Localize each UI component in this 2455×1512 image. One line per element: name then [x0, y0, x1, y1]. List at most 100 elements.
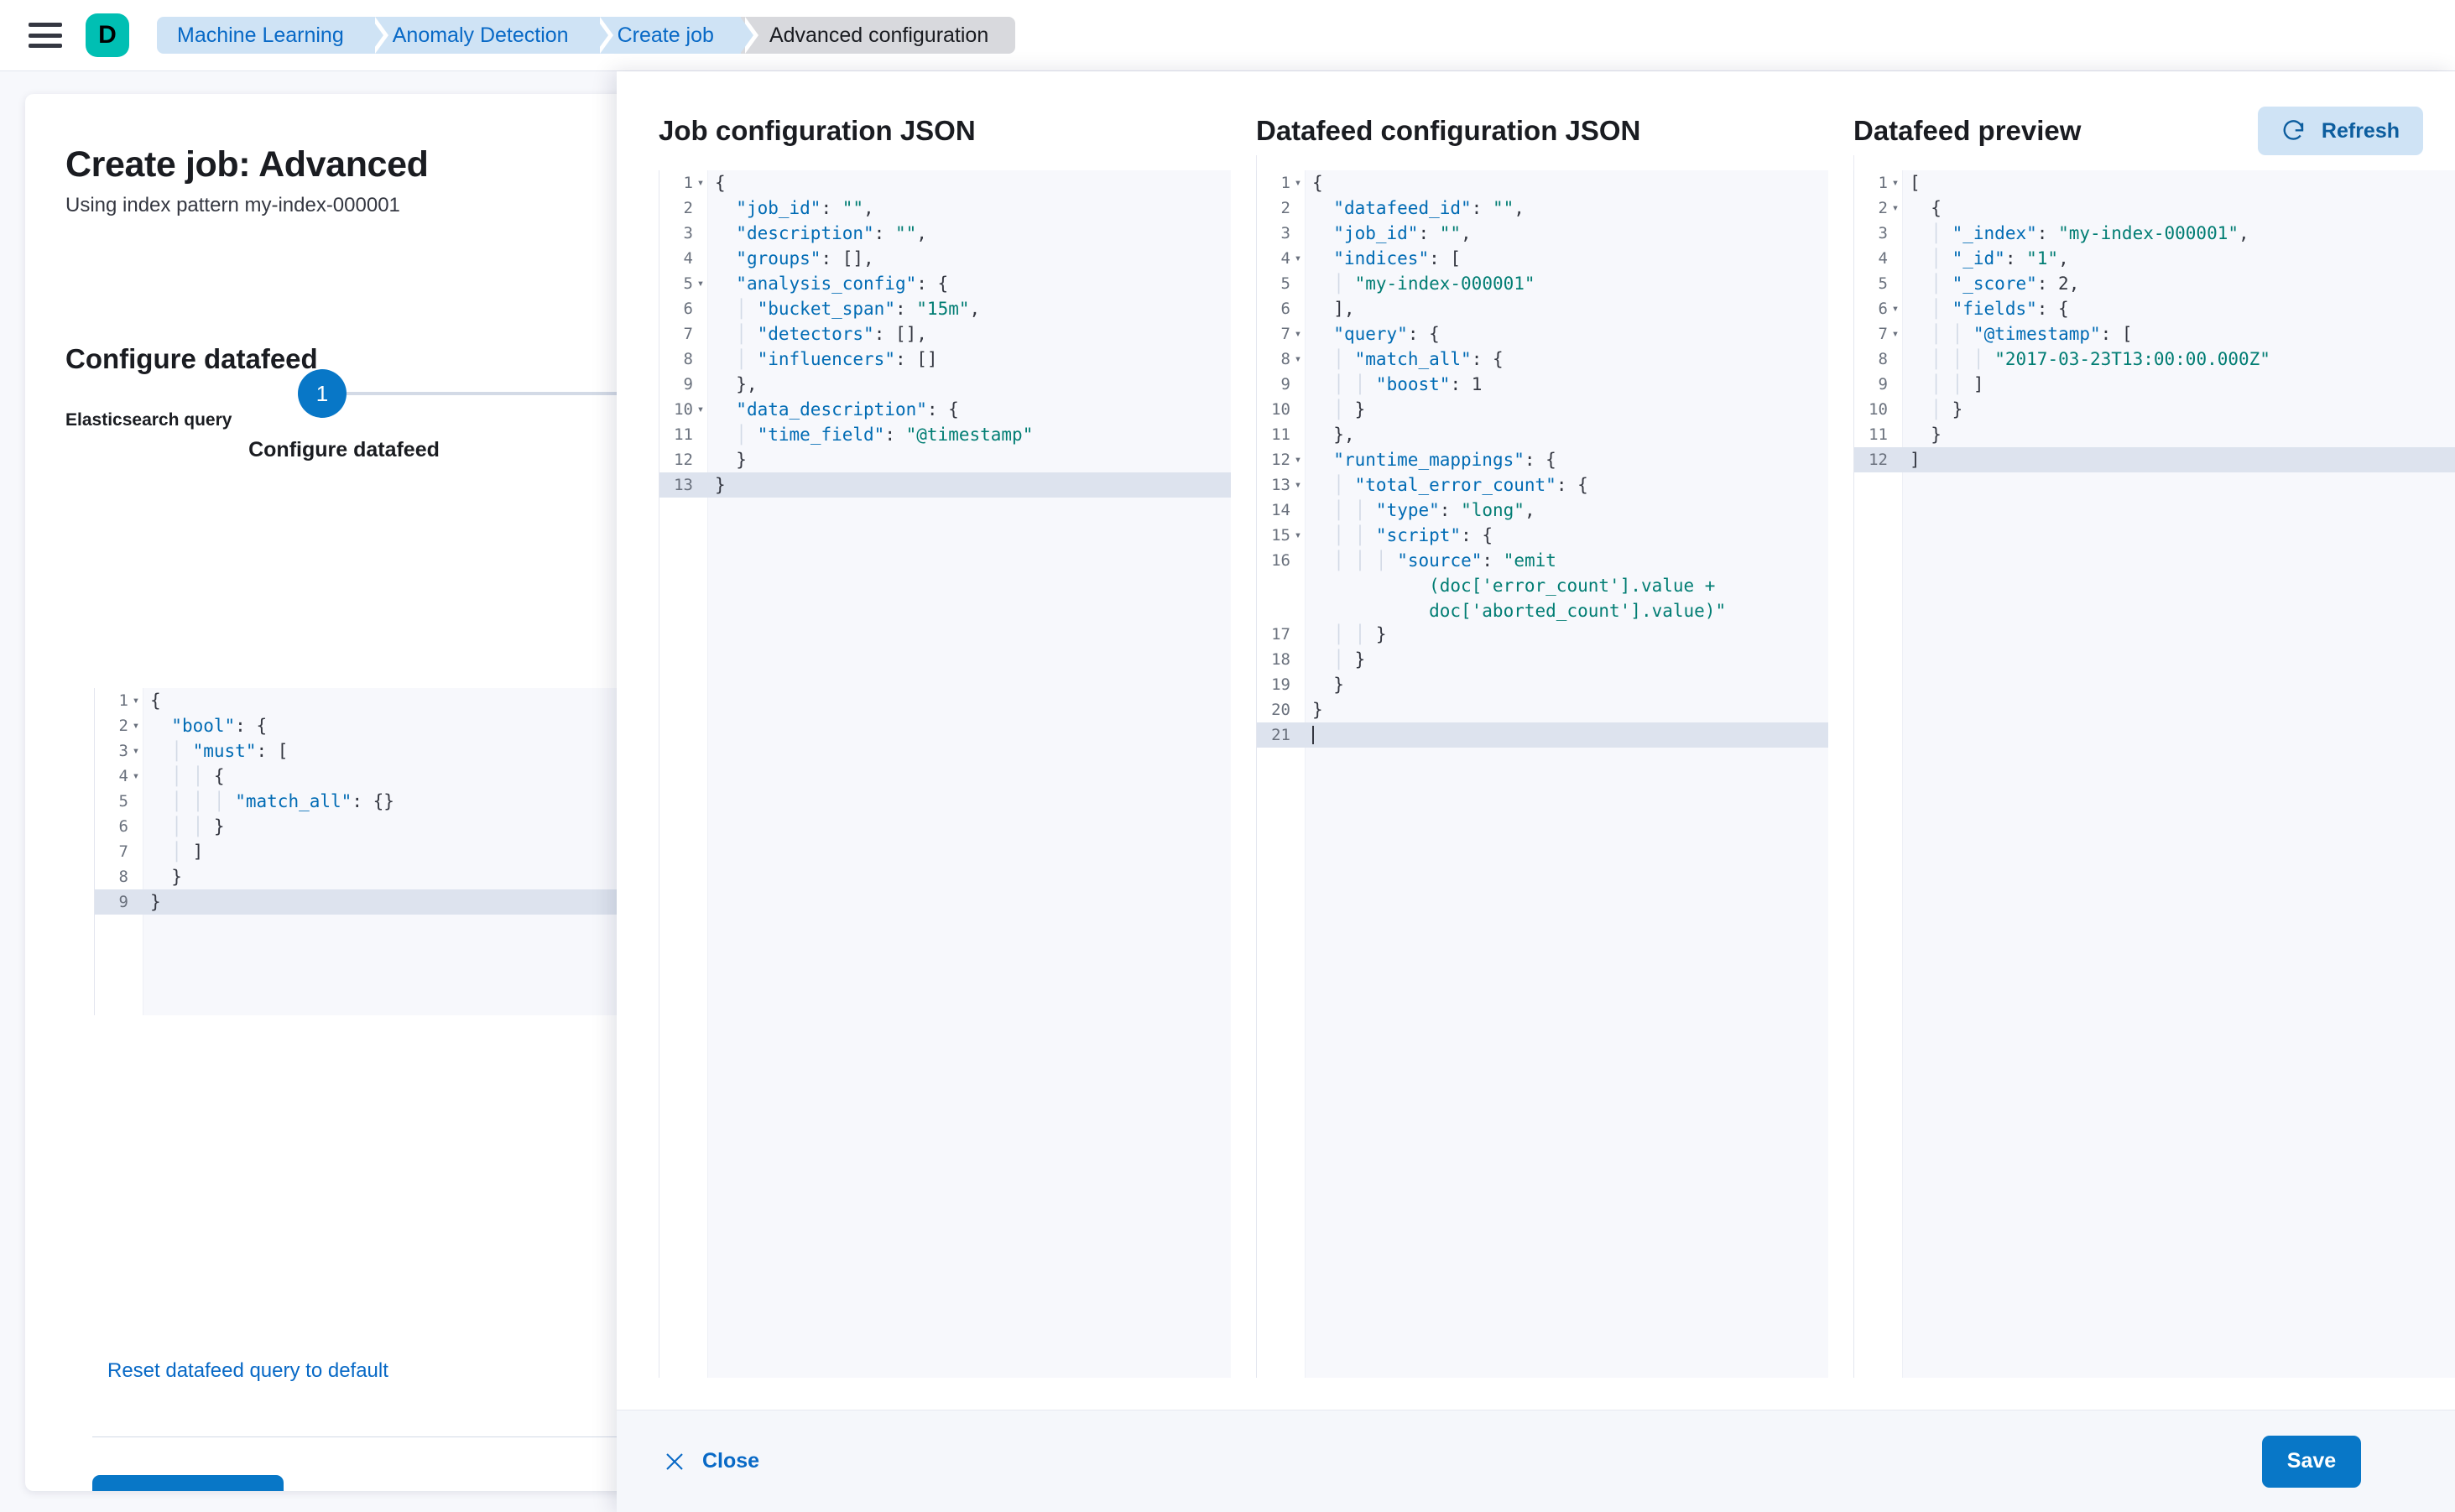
editor-line[interactable]: 4 "groups": [], [659, 246, 1231, 271]
fold-toggle-icon[interactable]: ▾ [1891, 327, 1900, 341]
editor-line[interactable]: 7 │ "detectors": [], [659, 321, 1231, 347]
fold-toggle-icon[interactable]: ▾ [1294, 529, 1302, 542]
editor-line[interactable]: 1▾{ [1257, 170, 1828, 196]
editor-line[interactable]: 7 │ ] [95, 839, 663, 864]
editor-line[interactable]: 20} [1257, 697, 1828, 722]
editor-rows: 1▾{2▾ "bool": {3▾ │ "must": [4▾ │ │ {5 │… [95, 688, 663, 915]
editor-line[interactable]: 6 │ "bucket_span": "15m", [659, 296, 1231, 321]
editor-line[interactable]: 10 │ } [1854, 397, 2455, 422]
line-content: ] [1910, 450, 1921, 470]
editor-line[interactable]: 5 │ "my-index-000001" [1257, 271, 1828, 296]
close-button[interactable]: Close [664, 1449, 759, 1473]
refresh-button[interactable]: Refresh [2257, 107, 2423, 155]
fold-toggle-icon[interactable]: ▾ [1294, 327, 1302, 341]
edit-json-link[interactable]: Edit JSON [331, 1489, 433, 1491]
editor-line[interactable]: 4 │ "_id": "1", [1854, 246, 2455, 271]
line-content: "groups": [], [736, 248, 874, 269]
fold-toggle-icon[interactable]: ▾ [1294, 478, 1302, 492]
editor-line[interactable]: 7▾ │ │ "@timestamp": [ [1854, 321, 2455, 347]
fold-toggle-icon[interactable]: ▾ [1891, 302, 1900, 315]
breadcrumb-item-create-job[interactable]: Create job [595, 17, 759, 54]
editor-line[interactable]: 1▾[ [1854, 170, 2455, 196]
editor-line[interactable]: 11 }, [1257, 422, 1828, 447]
editor-line[interactable]: 9} [95, 889, 663, 915]
editor-line[interactable]: 13} [659, 472, 1231, 498]
fold-toggle-icon[interactable]: ▾ [132, 694, 140, 707]
editor-line[interactable]: 9 │ │ "boost": 1 [1257, 372, 1828, 397]
editor-line[interactable]: 3 │ "_index": "my-index-000001", [1854, 221, 2455, 246]
editor-line[interactable]: 12] [1854, 447, 2455, 472]
fold-toggle-icon[interactable]: ▾ [132, 719, 140, 733]
datafeed-preview-heading: Datafeed preview [1853, 115, 2082, 146]
editor-line[interactable]: 6 │ │ } [95, 814, 663, 839]
editor-line[interactable]: 3 "description": "", [659, 221, 1231, 246]
editor-line[interactable]: 7▾ "query": { [1257, 321, 1828, 347]
editor-line[interactable]: 5▾ "analysis_config": { [659, 271, 1231, 296]
line-number: 16 [1271, 551, 1290, 570]
editor-line[interactable]: 9 }, [659, 372, 1231, 397]
fold-toggle-icon[interactable]: ▾ [132, 744, 140, 758]
editor-line[interactable]: 21 [1257, 722, 1828, 748]
editor-line[interactable]: 5 │ "_score": 2, [1854, 271, 2455, 296]
editor-line[interactable]: 3 "job_id": "", [1257, 221, 1828, 246]
editor-line[interactable]: 4▾ "indices": [ [1257, 246, 1828, 271]
editor-line[interactable]: 18 │ } [1257, 647, 1828, 672]
editor-line[interactable]: 6▾ │ "fields": { [1854, 296, 2455, 321]
fold-toggle-icon[interactable]: ▾ [1294, 352, 1302, 366]
elasticsearch-query-editor[interactable]: 1▾{2▾ "bool": {3▾ │ "must": [4▾ │ │ {5 │… [94, 688, 663, 1015]
fold-toggle-icon[interactable]: ▾ [1891, 176, 1900, 190]
editor-line[interactable]: 8 } [95, 864, 663, 889]
line-content: } [150, 867, 182, 887]
datafeed-configuration-json-editor[interactable]: 1▾{2 "datafeed_id": "",3 "job_id": "",4▾… [1256, 170, 1828, 1378]
editor-line[interactable]: 1▾{ [95, 688, 663, 713]
editor-line[interactable]: 8 │ │ │ "2017-03-23T13:00:00.000Z" [1854, 347, 2455, 372]
stepper-step-1[interactable]: 1 [298, 369, 347, 418]
line-number: 9 [683, 375, 693, 394]
editor-line[interactable]: 1▾{ [659, 170, 1231, 196]
line-number: 18 [1271, 650, 1290, 669]
editor-line[interactable]: 8 │ "influencers": [] [659, 347, 1231, 372]
fold-toggle-icon[interactable]: ▾ [132, 769, 140, 783]
fold-toggle-icon[interactable]: ▾ [696, 403, 705, 416]
fold-toggle-icon[interactable]: ▾ [696, 277, 705, 290]
editor-line[interactable]: 2▾ "bool": { [95, 713, 663, 738]
editor-line[interactable]: 3▾ │ "must": [ [95, 738, 663, 764]
save-button[interactable]: Save [2262, 1435, 2361, 1488]
editor-line[interactable]: 10 │ } [1257, 397, 1828, 422]
editor-line[interactable]: 2 "job_id": "", [659, 196, 1231, 221]
line-content: │ │ } [1333, 624, 1387, 644]
editor-line[interactable]: 8▾ │ "match_all": { [1257, 347, 1828, 372]
editor-line[interactable]: 4▾ │ │ { [95, 764, 663, 789]
reset-datafeed-query-link[interactable]: Reset datafeed query to default [107, 1359, 388, 1382]
next-button[interactable]: Next [92, 1475, 284, 1491]
fold-toggle-icon[interactable]: ▾ [1294, 176, 1302, 190]
editor-line[interactable]: 19 } [1257, 672, 1828, 697]
breadcrumb-item-anomaly-detection[interactable]: Anomaly Detection [370, 17, 613, 54]
breadcrumb-item-machine-learning[interactable]: Machine Learning [157, 17, 388, 54]
editor-line[interactable]: 6 ], [1257, 296, 1828, 321]
editor-line[interactable]: 11 } [1854, 422, 2455, 447]
fold-toggle-icon[interactable]: ▾ [1294, 252, 1302, 265]
editor-line[interactable]: 10▾ "data_description": { [659, 397, 1231, 422]
fold-toggle-icon[interactable]: ▾ [1294, 453, 1302, 467]
editor-line[interactable]: 2 "datafeed_id": "", [1257, 196, 1828, 221]
editor-line[interactable]: 9 │ │ ] [1854, 372, 2455, 397]
line-number: 10 [674, 400, 693, 419]
editor-line[interactable]: 17 │ │ } [1257, 622, 1828, 647]
fold-toggle-icon[interactable]: ▾ [1891, 201, 1900, 215]
datafeed-preview-json-editor[interactable]: 1▾[2▾ {3 │ "_index": "my-index-000001",4… [1853, 170, 2455, 1378]
fold-toggle-icon[interactable]: ▾ [696, 176, 705, 190]
job-configuration-json-editor[interactable]: 1▾{2 "job_id": "",3 "description": "",4 … [659, 170, 1231, 1378]
editor-line[interactable]: 2▾ { [1854, 196, 2455, 221]
hamburger-icon[interactable] [29, 23, 62, 48]
editor-line[interactable]: 11 │ "time_field": "@timestamp" [659, 422, 1231, 447]
editor-line[interactable]: 16 │ │ │ "source": "emit (doc['error_cou… [1257, 548, 1828, 622]
line-content: "job_id": "", [1333, 223, 1472, 243]
editor-line[interactable]: 14 │ │ "type": "long", [1257, 498, 1828, 523]
editor-line[interactable]: 15▾ │ │ "script": { [1257, 523, 1828, 548]
editor-line[interactable]: 12▾ "runtime_mappings": { [1257, 447, 1828, 472]
workspace-logo[interactable]: D [86, 13, 129, 57]
editor-line[interactable]: 5 │ │ │ "match_all": {} [95, 789, 663, 814]
editor-line[interactable]: 12 } [659, 447, 1231, 472]
editor-line[interactable]: 13▾ │ "total_error_count": { [1257, 472, 1828, 498]
